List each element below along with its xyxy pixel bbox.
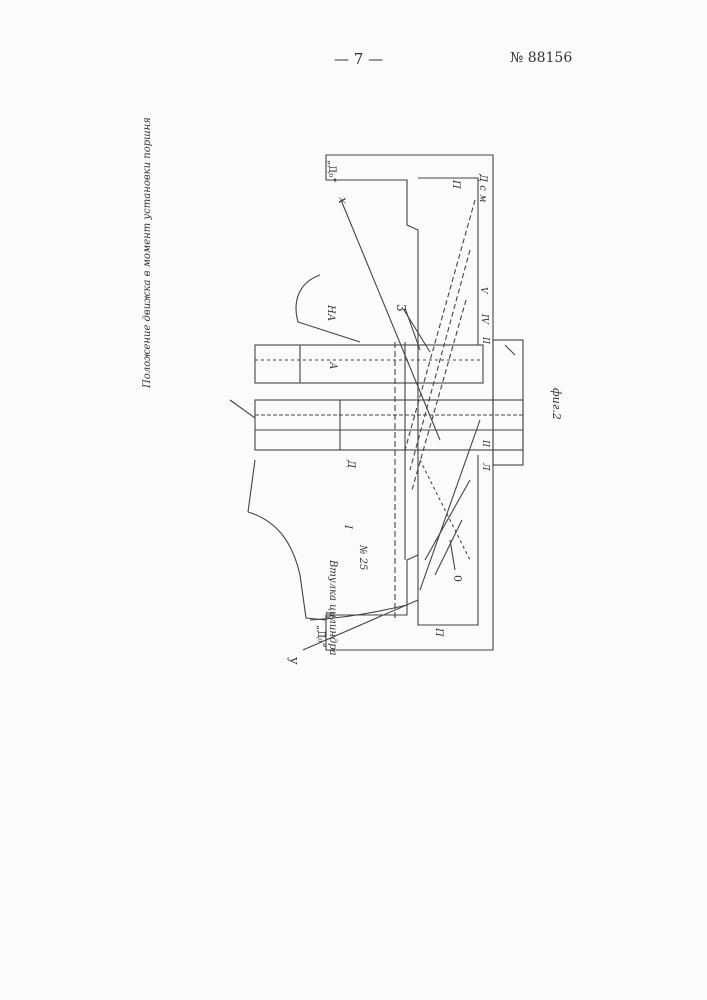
frame-outline xyxy=(326,155,493,650)
callout-y: у xyxy=(286,657,301,665)
label-l: Л xyxy=(480,462,490,471)
label-a: А xyxy=(327,361,338,370)
caption-fig: фиг.2 xyxy=(550,388,563,420)
inner-rect-left xyxy=(418,455,478,625)
inner-rect-right xyxy=(418,178,478,345)
label-iv: IV xyxy=(479,313,489,326)
label-d: Д xyxy=(345,459,356,469)
callout-top-label: Положение движка в момент установки порш… xyxy=(142,117,153,389)
label-p-left: П xyxy=(433,627,444,637)
callout-o: 0 xyxy=(451,575,464,582)
label-p-right: П xyxy=(450,179,461,189)
drawing-lines xyxy=(230,155,523,650)
label-v: V xyxy=(478,287,488,295)
callout-x: х xyxy=(336,197,350,204)
box-label-cylinder: Втулка цилиндра xyxy=(327,559,338,656)
label-d0-left: „Д₀“ xyxy=(315,625,326,647)
callout-3: 3 xyxy=(394,304,408,312)
box-label-number: № 25 xyxy=(357,544,368,570)
curve-bottom xyxy=(248,460,326,620)
label-d0-right: „Д₀“ xyxy=(326,160,337,182)
label-na: НА xyxy=(325,304,336,321)
label-i: I xyxy=(342,524,353,530)
label-dsm: Д с м xyxy=(477,173,488,202)
flange-right xyxy=(493,340,523,465)
label-ii-b: II xyxy=(480,439,490,448)
label-b: Б xyxy=(323,611,334,618)
bar-top xyxy=(255,345,483,383)
label-ii-a: II xyxy=(480,336,490,345)
